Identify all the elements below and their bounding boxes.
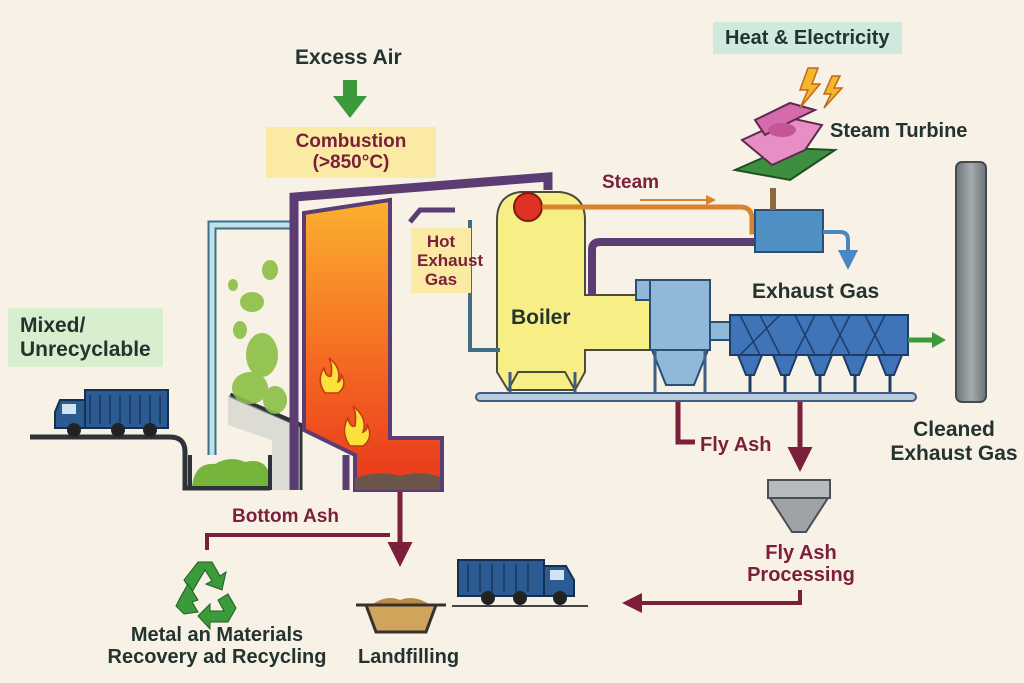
bottom-ash-to-recycle (205, 533, 390, 550)
excess-air-label: Excess Air (295, 46, 402, 69)
landfill-pit (356, 598, 446, 634)
steam-turbine (731, 101, 839, 182)
combustion-label: Combustion (>850°C) (266, 127, 436, 178)
boiler (496, 191, 651, 391)
landfilling-label: Landfilling (358, 646, 460, 668)
fly-ash-to-truck (622, 590, 802, 613)
truck-icon (54, 389, 169, 437)
truck-icon (452, 559, 588, 607)
cleaned-exhaust-gas-label: Cleaned Exhaust Gas (886, 418, 1022, 465)
steam-valve (513, 192, 543, 222)
down-arrow-icon (333, 80, 367, 118)
exhaust-stack (955, 161, 987, 403)
lightning-bolt-icon (798, 67, 844, 109)
steam-turbine-label: Steam Turbine (830, 120, 968, 142)
combustion-line1: Combustion (295, 131, 407, 152)
boiler-exit-pipe (468, 220, 500, 352)
cleaned-line2: Exhaust Gas (890, 441, 1018, 465)
support-rail (475, 392, 917, 402)
steam-label: Steam (602, 172, 660, 193)
baghouse-filter (729, 314, 909, 396)
fly-ash-processing-label: Fly Ash Processing (733, 542, 869, 587)
heat-electricity-label: Heat & Electricity (713, 22, 902, 55)
hot-exhaust-gas-label: Hot Exhaust Gas (411, 228, 484, 294)
exhaust-gas-label: Exhaust Gas (752, 280, 880, 303)
hot-exhaust-line1: Hot (426, 232, 456, 251)
heat-exchanger (754, 209, 824, 253)
metal-line2: Recovery ad Recycling (107, 646, 327, 669)
hot-exhaust-line2: Exhaust (417, 251, 484, 271)
fly-ash-proc-line2: Processing (747, 564, 855, 587)
hot-exhaust-pipe (408, 207, 455, 224)
cyclone (635, 279, 733, 386)
flue-duct (588, 238, 755, 295)
waste-pit (188, 455, 272, 490)
waste-pile (192, 458, 268, 486)
feed-conveyor (30, 434, 270, 491)
bottom-ash-label: Bottom Ash (232, 506, 339, 527)
metal-line1: Metal an Materials (130, 624, 304, 646)
boiler-label: Boiler (511, 306, 571, 329)
fly-ash-line-1 (675, 402, 695, 445)
recycle-icon (175, 561, 237, 631)
hot-exhaust-line3: Gas (424, 270, 458, 290)
steam-pipe (542, 204, 805, 245)
fly-ash-hopper (767, 479, 831, 533)
mixed-waste-label: Mixed/ Unrecyclable (8, 308, 163, 368)
flame-icon (319, 357, 371, 447)
furnace-duct (289, 172, 553, 490)
fly-ash-proc-line1: Fly Ash (765, 542, 837, 564)
fly-ash-label: Fly Ash (700, 434, 772, 456)
metal-recovery-label: Metal an Materials Recovery ad Recycling (92, 624, 342, 669)
mixed-line1: Mixed/ (20, 314, 86, 337)
cleaned-line1: Cleaned (913, 418, 995, 441)
mixed-line2: Unrecyclable (20, 337, 151, 361)
furnace (302, 197, 444, 492)
combustion-line2: (>850°C) (312, 152, 390, 174)
waste-smoke (228, 260, 287, 414)
